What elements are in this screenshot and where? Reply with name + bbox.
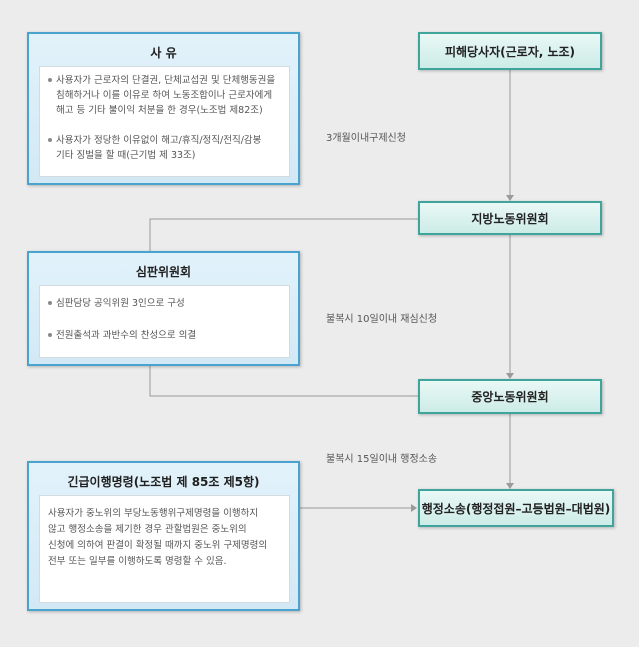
label-remedy-request: 3개월이내구제신청	[326, 133, 406, 144]
connector-tribunal-central	[149, 366, 418, 397]
reason-title: 사 유	[150, 46, 177, 60]
tribunal-bullet-1: 심판담당 공익위원 3인으로 구성	[48, 296, 283, 311]
node-administrative-lawsuit: 행정소송(행정접원–고등법원–대법원)	[418, 489, 614, 527]
arrowhead-to-lawsuit-top	[506, 483, 514, 489]
tribunal-panel: 심판위원회 심판담당 공익위원 3인으로 구성 전원출석과 과반수의 찬성으로 …	[27, 251, 300, 366]
emergency-order-panel: 긴급이행명령(노조법 제 85조 제5항) 사용자가 중노위의 부당노동행위구제…	[27, 461, 300, 611]
label-review-request: 불복시 10일이내 재심신청	[326, 314, 438, 325]
label-lawsuit-deadline: 불복시 15일이내 행정소송	[326, 454, 438, 465]
reason-panel: 사 유 사용자가 근로자의 단결권, 단체교섭권 및 단체행동권을 침해하거나 …	[27, 32, 300, 185]
emergency-order-text: 사용자가 중노위의 부당노동행위구제명령을 이행하지 않고 행정소송을 제기한 …	[48, 508, 268, 567]
tribunal-bullet-2: 전원출석과 과반수의 찬성으로 의결	[48, 328, 283, 343]
arrowhead-to-lawsuit-left	[411, 504, 417, 512]
reason-bullet-2: 사용자가 정당한 이유없이 해고/휴직/정직/전직/감봉 기타 징벌을 할 때(…	[48, 133, 283, 163]
reason-content: 사용자가 근로자의 단결권, 단체교섭권 및 단체행동권을 침해하거나 이를 이…	[39, 66, 290, 177]
reason-bullet-1: 사용자가 근로자의 단결권, 단체교섭권 및 단체행동권을 침해하거나 이를 이…	[48, 73, 283, 118]
node-affected-party: 피해당사자(근로자, 노조)	[418, 32, 602, 70]
arrowhead-to-local	[506, 195, 514, 201]
emergency-order-content: 사용자가 중노위의 부당노동행위구제명령을 이행하지 않고 행정소송을 제기한 …	[39, 495, 290, 603]
node-local-labor-commission: 지방노동위원회	[418, 201, 602, 235]
tribunal-title: 심판위원회	[135, 265, 192, 279]
connector-local-tribunal	[149, 218, 418, 251]
tribunal-content: 심판담당 공익위원 3인으로 구성 전원출석과 과반수의 찬성으로 의결	[39, 285, 290, 358]
node-central-labor-commission: 중앙노동위원회	[418, 379, 602, 414]
emergency-order-title: 긴급이행명령(노조법 제 85조 제5항)	[67, 475, 260, 489]
arrowhead-to-central	[506, 373, 514, 379]
